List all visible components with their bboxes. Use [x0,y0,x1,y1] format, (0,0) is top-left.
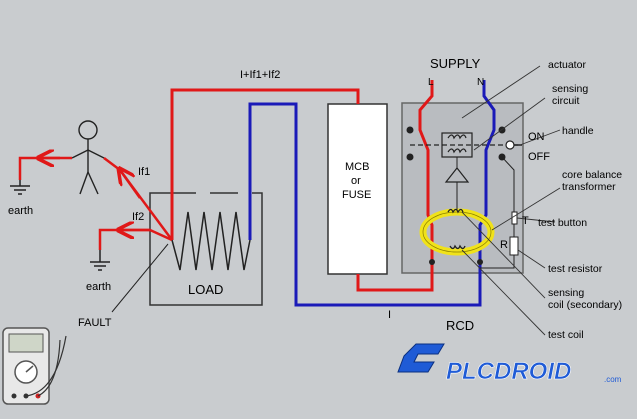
fault-path-if2 [98,228,173,250]
if1-label: If1 [138,166,150,178]
callout-sensing-coil-2: coil (secondary) [548,299,622,311]
callout-sensing-circuit-1: sensing [552,83,588,95]
callout-test-coil: test coil [548,329,584,341]
fault-path-person-to-earth [18,156,72,180]
rcd-label: RCD [446,318,474,333]
neutral-wire-rcd-internal [478,80,496,262]
mcb-fuse-box [327,103,388,275]
plcdroid-logo-mark [397,343,445,373]
callout-actuator: actuator [548,59,586,71]
person-figure [71,120,105,195]
sensing-coil [447,208,464,214]
callout-handle: handle [562,125,594,137]
neutral-wire [248,102,482,307]
live-wire-mcb-to-rcd [356,262,434,292]
load-label: LOAD [188,282,223,297]
logo-text: PLCDROID [446,358,571,385]
off-label: OFF [528,151,550,163]
earth-symbol-bottom [90,250,110,271]
multimeter-icon [2,327,67,405]
mcb-label: MCB [345,161,369,173]
plcdroid-logo: PLCDROID .com [397,343,622,385]
mcb-or-label: or [351,175,361,187]
if2-label: If2 [132,211,144,223]
neutral-terminal-label: N [477,77,484,88]
callout-core-balance-1: core balance [562,169,622,181]
load-resistor [171,211,251,271]
supply-label: SUPPLY [430,56,481,71]
test-resistor [509,236,519,256]
return-current-label: I [388,309,391,321]
load-enclosure [149,192,263,306]
logo-suffix: .com [604,375,622,384]
fault-label: FAULT [78,317,112,329]
live-wire [170,88,360,240]
callout-test-button: test button [538,217,587,229]
callout-test-resistor: test resistor [548,263,603,275]
on-label: ON [528,131,545,143]
r-label: R [500,239,508,251]
callout-core-balance-2: transformer [562,181,616,193]
callout-sensing-coil-1: sensing [548,287,584,299]
live-wire-rcd-internal [418,80,434,262]
total-current-label: I+If1+If2 [240,69,280,81]
earth-label-top: earth [8,205,33,217]
fuse-label: FUSE [342,189,371,201]
test-button[interactable] [511,211,518,225]
callout-sensing-circuit-2: circuit [552,95,580,107]
test-coil [449,244,466,250]
handle-pivot [505,140,515,150]
live-terminal-label: L [428,77,434,88]
fault-pointer [111,243,169,313]
earth-symbol-top [10,180,30,195]
t-label: T [522,215,529,227]
earth-label-bottom: earth [86,281,111,293]
